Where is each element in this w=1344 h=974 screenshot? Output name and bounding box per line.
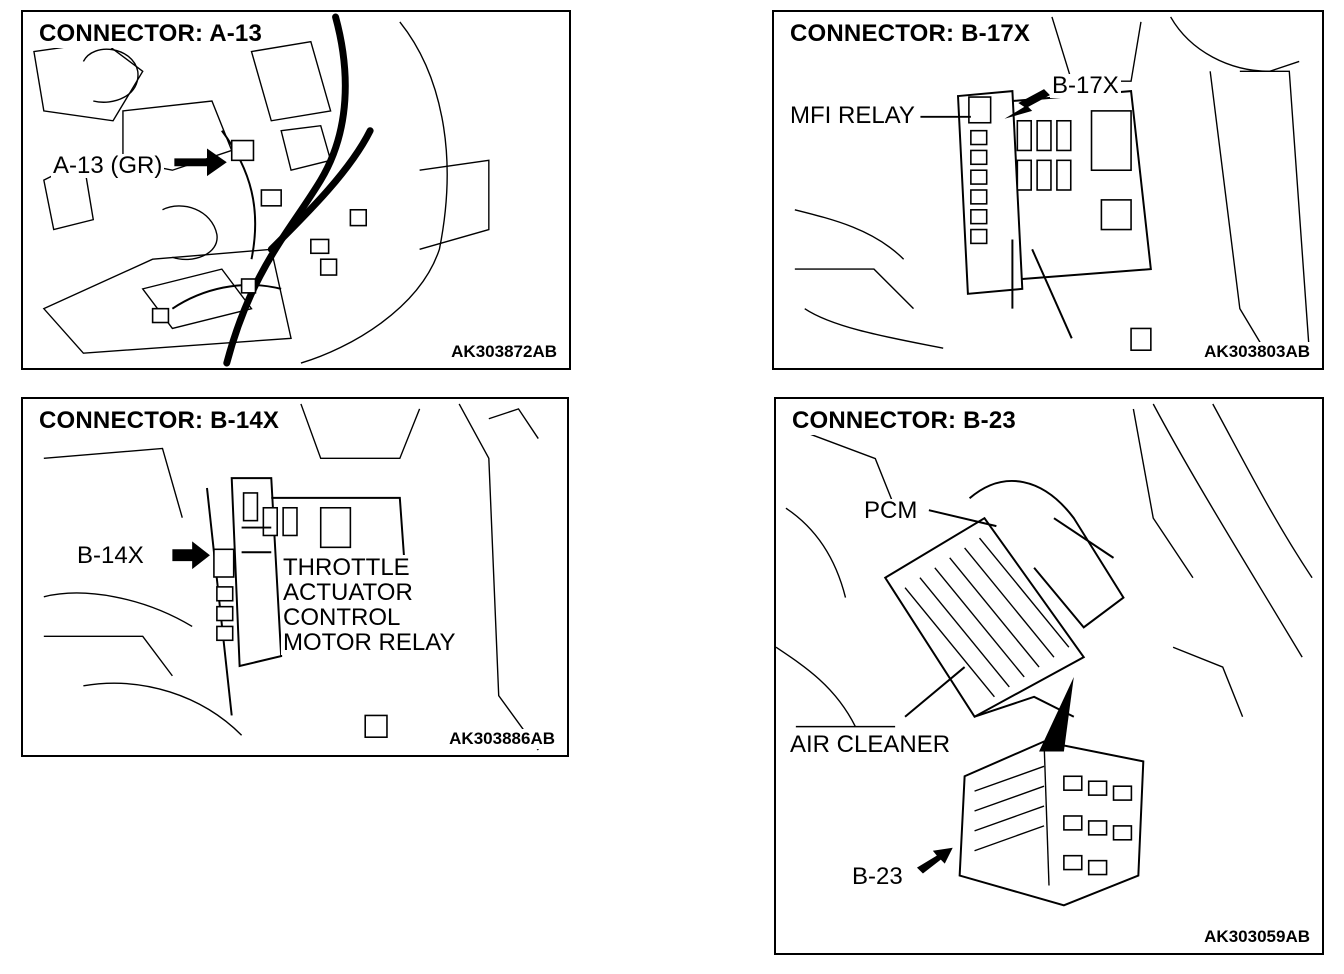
relay-label-line: ACTUATOR bbox=[283, 579, 413, 606]
panel-connector-b23: CONNECTOR: B-23 PCM AIR CLEANER B-23 AK3… bbox=[774, 397, 1324, 955]
relay-label-line: CONTROL bbox=[283, 604, 401, 631]
panel-title: CONNECTOR: B-23 bbox=[788, 407, 1020, 435]
figure-code: AK303803AB bbox=[1202, 342, 1312, 362]
pcm-air-cleaner-illustration-b23 bbox=[776, 403, 1313, 907]
arrow-right-icon bbox=[916, 847, 953, 874]
figure-code: AK303886AB bbox=[447, 729, 557, 749]
panel-title: CONNECTOR: B-17X bbox=[786, 20, 1035, 48]
connector-label-b23: B-23 bbox=[850, 863, 905, 890]
relay-label-line: THROTTLE bbox=[283, 554, 410, 581]
connector-label-a13: A-13 (GR) bbox=[51, 152, 165, 179]
arrow-left-icon bbox=[1004, 89, 1050, 119]
connector-label-b17x: B-17X bbox=[1050, 72, 1121, 99]
figure-code: AK303059AB bbox=[1202, 927, 1312, 947]
relay-label-throttle-actuator: THROTTLE ACTUATOR CONTROL MOTOR RELAY bbox=[281, 554, 458, 656]
engine-bay-illustration-a13 bbox=[33, 13, 490, 367]
panel-connector-a13: CONNECTOR: A-13 A-13 (GR) AK303872AB bbox=[21, 10, 571, 370]
connector-label-b14x: B-14X bbox=[75, 542, 146, 569]
relay-label-mfi: MFI RELAY bbox=[788, 102, 917, 129]
arrow-right-icon bbox=[174, 148, 227, 177]
panel-connector-b14x: CONNECTOR: B-14X B-14X THROTTLE ACTUATOR… bbox=[21, 397, 569, 757]
panel-title: CONNECTOR: A-13 bbox=[35, 20, 267, 48]
relay-label-line: MOTOR RELAY bbox=[283, 629, 456, 656]
air-cleaner-label: AIR CLEANER bbox=[788, 731, 953, 758]
panel-connector-b17x: CONNECTOR: B-17X B-17X MFI RELAY AK30380… bbox=[772, 10, 1324, 370]
panel-title: CONNECTOR: B-14X bbox=[35, 407, 284, 435]
figure-code: AK303872AB bbox=[449, 342, 559, 362]
arrow-right-icon bbox=[172, 541, 210, 570]
relay-box-illustration-b14x bbox=[43, 403, 539, 751]
pcm-label: PCM bbox=[862, 497, 920, 524]
relay-box-illustration-b17x bbox=[794, 16, 1310, 359]
